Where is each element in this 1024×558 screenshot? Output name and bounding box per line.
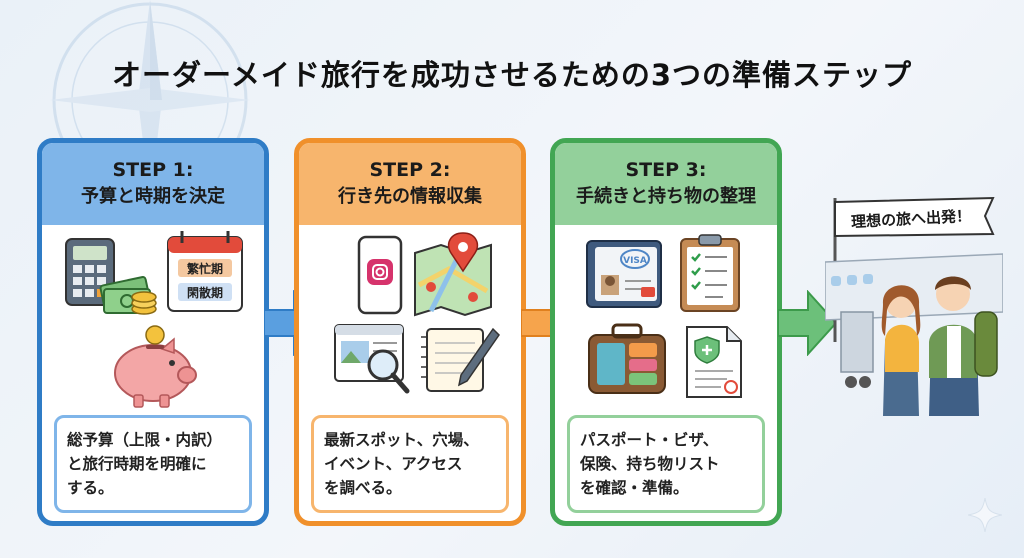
step-3-illustration: VISA — [586, 234, 742, 398]
departure-illustration — [825, 196, 1003, 416]
step-3-description: パスポート・ビザ、 保険、持ち物リスト を確認・準備。 — [567, 415, 765, 513]
step-2-header: STEP 2: 行き先の情報収集 — [299, 143, 521, 225]
step-1-card: STEP 1: 予算と時期を決定 繁忙期 — [37, 138, 269, 526]
off-season-label: 閑散期 — [187, 285, 223, 300]
suitcase-icon — [588, 323, 666, 394]
step-2-description: 最新スポット、穴場、 イベント、アクセス を調べる。 — [311, 415, 509, 513]
page-title: オーダーメイド旅行を成功させるための3つの準備ステップ — [111, 58, 913, 92]
step-2-card: STEP 2: 行き先の情報収集 — [294, 138, 526, 526]
insurance-document-icon — [686, 326, 742, 398]
step-2-illustration — [334, 232, 500, 394]
step-1-header: STEP 1: 予算と時期を決定 — [42, 143, 264, 225]
step-1-description: 総予算（上限・内訳） と旅行時期を明確に する。 — [54, 415, 252, 513]
passport-icon: VISA — [586, 240, 662, 308]
busy-season-label: 繁忙期 — [187, 261, 223, 276]
web-search-icon — [334, 324, 410, 394]
checklist-icon — [680, 234, 740, 312]
arrow-right-icon — [778, 290, 836, 356]
step-3-label: STEP 3: — [625, 159, 707, 181]
step-2-label: STEP 2: — [369, 159, 451, 181]
smartphone-icon — [357, 235, 403, 315]
visa-stamp-label: VISA — [623, 256, 647, 266]
step-3-header: STEP 3: 手続きと持ち物の整理 — [555, 143, 777, 225]
step-1-label: STEP 1: — [112, 159, 194, 181]
sparkle-icon — [968, 498, 1002, 532]
step-3-card: STEP 3: 手続きと持ち物の整理 VISA — [550, 138, 782, 526]
step-3-name: 手続きと持ち物の整理 — [576, 186, 756, 207]
map-pin-icon — [414, 232, 492, 317]
step-2-name: 行き先の情報収集 — [338, 186, 482, 207]
piggy-bank-icon — [114, 325, 197, 408]
notebook-pen-icon — [421, 327, 500, 392]
travelers-illustration — [881, 276, 998, 416]
step-1-illustration: 繁忙期 閑散期 — [65, 231, 243, 408]
step-1-name: 予算と時期を決定 — [81, 186, 225, 207]
calendar-icon: 繁忙期 閑散期 — [167, 231, 243, 312]
money-stack-icon — [99, 276, 157, 315]
